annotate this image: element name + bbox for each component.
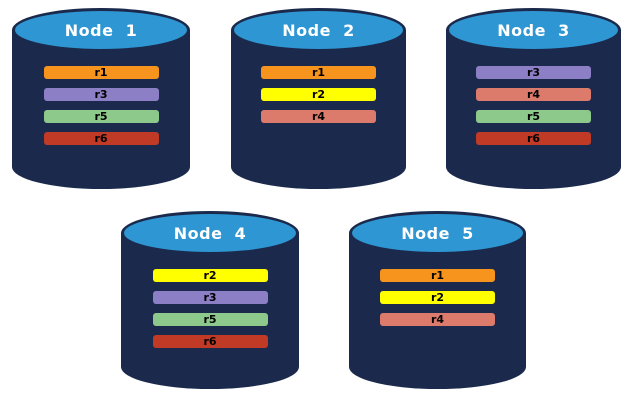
node-1-cylinder-body [12,30,190,189]
node-2-label: Node 2 [282,20,355,40]
node-1-cylinder-top-ellipse: Node 1 [12,8,190,52]
replica-bar-r5: r5 [152,313,268,326]
node-3-cylinder-top-ellipse: Node 3 [446,8,621,52]
node-4-label: Node 4 [173,223,247,243]
node-3-cylinder: Node 3 r3 r4 r5 r6 [446,8,621,189]
node-3-cylinder-body [446,30,621,189]
node-2-cylinder-top-ellipse: Node 2 [231,8,406,52]
node-2-replica-bars: r1 r2 r4 [231,66,406,123]
node-5-cylinder-top-ellipse: Node 5 [349,211,526,255]
replica-bar-r4: r4 [261,110,376,123]
replica-bar-r2: r2 [261,88,376,101]
replica-bar-r5: r5 [43,110,159,123]
replica-bar-r4: r4 [476,88,591,101]
replica-bar-r4: r4 [380,313,495,326]
replica-bar-r3: r3 [43,88,159,101]
node-4-cylinder-body [121,233,299,389]
node-4-cylinder-top-ellipse: Node 4 [121,211,299,255]
node-5-label: Node 5 [401,223,474,243]
replica-bar-r6: r6 [476,132,591,145]
replica-bar-r2: r2 [152,269,268,282]
node-1-label: Node 1 [64,20,138,40]
replica-bar-r1: r1 [380,269,495,282]
node-3-label: Node 3 [497,20,570,40]
node-5-cylinder: Node 5 r1 r2 r4 [349,211,526,389]
node-5-replica-bars: r1 r2 r4 [349,269,526,326]
node-2-cylinder-body [231,30,406,189]
replica-bar-r3: r3 [476,66,591,79]
node-4-cylinder: Node 4 r2 r3 r5 r6 [121,211,299,389]
replica-bar-r6: r6 [152,335,268,348]
node-1-replica-bars: r1 r3 r5 r6 [12,66,190,145]
node-5-cylinder-body [349,233,526,389]
node-4-replica-bars: r2 r3 r5 r6 [121,269,299,348]
replica-bar-r3: r3 [152,291,268,304]
node-2-cylinder: Node 2 r1 r2 r4 [231,8,406,189]
replica-bar-r1: r1 [261,66,376,79]
node-1-cylinder: Node 1 r1 r3 r5 r6 [12,8,190,189]
replica-bar-r5: r5 [476,110,591,123]
replica-bar-r2: r2 [380,291,495,304]
replica-bar-r1: r1 [43,66,159,79]
node-3-replica-bars: r3 r4 r5 r6 [446,66,621,145]
replica-bar-r6: r6 [43,132,159,145]
